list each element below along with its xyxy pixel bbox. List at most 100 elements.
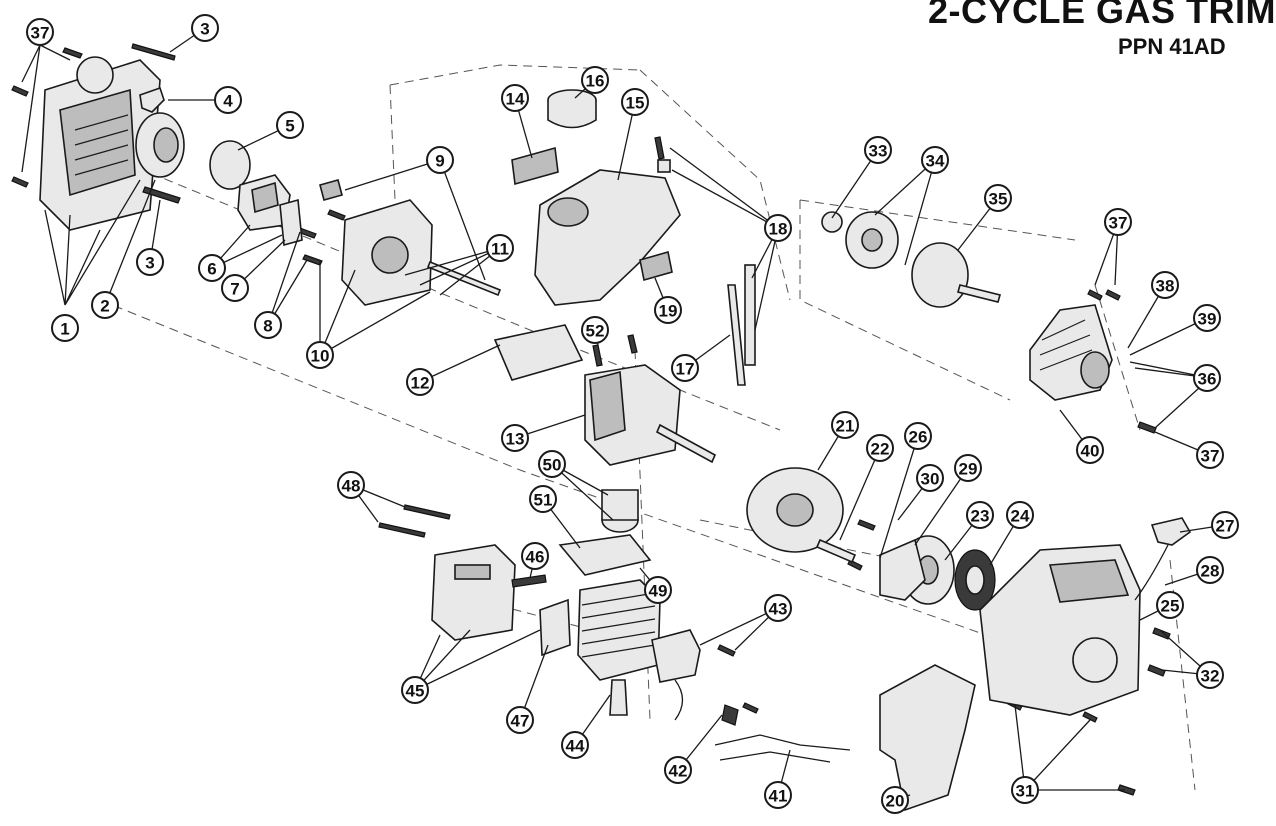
callout-16: 16 <box>581 66 609 94</box>
parts-drawing: 1233456789101112131415161718192021222324… <box>11 14 1239 814</box>
callout-number: 16 <box>586 72 605 91</box>
callout-number: 26 <box>909 428 928 447</box>
callout-42: 42 <box>664 756 692 784</box>
callout-38: 38 <box>1151 271 1179 299</box>
callout-number: 3 <box>200 20 209 39</box>
callout-circle <box>221 274 249 302</box>
callout-49: 49 <box>644 576 672 604</box>
callout-31: 31 <box>1011 776 1039 804</box>
callout-27: 27 <box>1211 511 1239 539</box>
callout-circle <box>426 146 454 174</box>
callout-circle <box>1196 441 1224 469</box>
callout-number: 36 <box>1198 370 1217 389</box>
callout-circle <box>276 111 304 139</box>
callout-number: 30 <box>921 470 940 489</box>
callout-number: 51 <box>534 491 553 510</box>
callout-26: 26 <box>904 422 932 450</box>
muffler-gasket <box>539 598 571 657</box>
callout-number: 34 <box>926 152 945 171</box>
callout-number: 14 <box>506 90 525 109</box>
air-filter-cover <box>39 56 161 231</box>
clutch-housing <box>1029 304 1113 401</box>
callout-circle <box>1151 271 1179 299</box>
callout-circle <box>581 66 609 94</box>
callout-52: 52 <box>581 316 609 344</box>
spark-arrestor-screen <box>511 574 547 588</box>
callout-9: 9 <box>426 146 454 174</box>
callout-circle <box>198 254 226 282</box>
fuel-line <box>727 284 746 386</box>
callout-circle <box>1193 304 1221 332</box>
page-title: 2-CYCLE GAS TRIM <box>928 0 1276 31</box>
callout-43: 43 <box>764 594 792 622</box>
flywheel <box>746 467 844 553</box>
callout-circle <box>654 296 682 324</box>
callout-circle <box>136 248 164 276</box>
callout-number: 47 <box>511 712 530 731</box>
callout-circle <box>1211 511 1239 539</box>
callout-8: 8 <box>254 311 282 339</box>
callout-circle <box>1196 661 1224 689</box>
clutch-assembly <box>821 211 1001 308</box>
callout-36: 36 <box>1193 364 1221 392</box>
callout-circle <box>764 594 792 622</box>
starter-pulley-shaft <box>815 538 857 564</box>
fuel-cap <box>547 89 597 129</box>
callout-20: 20 <box>881 786 909 814</box>
callout-number: 9 <box>435 152 444 171</box>
callout-circle <box>904 422 932 450</box>
callout-number: 35 <box>989 190 1008 209</box>
callout-circle <box>529 485 557 513</box>
air-filter <box>135 112 185 178</box>
callout-circle <box>1076 436 1104 464</box>
callout-circle <box>521 542 549 570</box>
callout-11: 11 <box>486 234 514 262</box>
callout-circle <box>866 434 894 462</box>
callout-number: 1 <box>60 320 69 339</box>
spark-plug <box>609 679 628 716</box>
fuel-filter-pad <box>511 146 559 186</box>
callout-circle <box>831 411 859 439</box>
callout-number: 44 <box>566 737 585 756</box>
callout-number: 19 <box>659 302 678 321</box>
callout-48: 48 <box>337 471 365 499</box>
crankcase-assembly <box>584 364 717 466</box>
callout-circle <box>764 214 792 242</box>
muffler-bolts <box>378 504 451 538</box>
callout-number: 11 <box>491 240 509 259</box>
callout-21: 21 <box>831 411 859 439</box>
ignition-module <box>651 629 701 721</box>
callout-circle <box>671 354 699 382</box>
callout-51: 51 <box>529 485 557 513</box>
callout-19: 19 <box>654 296 682 324</box>
piston <box>601 489 639 533</box>
choke-lever <box>139 86 165 113</box>
starter-housing <box>979 544 1141 716</box>
callout-circle <box>881 786 909 814</box>
callout-circle <box>91 291 119 319</box>
callout-18: 18 <box>764 214 792 242</box>
callout-50: 50 <box>538 450 566 478</box>
callout-10: 10 <box>306 341 334 369</box>
callout-number: 37 <box>1109 214 1128 233</box>
callout-35: 35 <box>984 184 1012 212</box>
callout-circle <box>401 676 429 704</box>
callout-number: 24 <box>1011 507 1030 526</box>
callout-24: 24 <box>1006 501 1034 529</box>
callout-number: 22 <box>871 440 890 459</box>
callout-circle <box>1193 364 1221 392</box>
callout-28: 28 <box>1196 556 1224 584</box>
muffler <box>431 544 516 641</box>
callout-number: 4 <box>223 92 233 111</box>
callout-41: 41 <box>764 781 792 809</box>
callout-circle <box>191 14 219 42</box>
callout-circle <box>406 368 434 396</box>
callout-47: 47 <box>506 706 534 734</box>
callout-circle <box>501 424 529 452</box>
callout-number: 10 <box>311 347 330 366</box>
callout-circle <box>1006 501 1034 529</box>
callout-circle <box>921 146 949 174</box>
callout-number: 43 <box>769 600 788 619</box>
callout-circle <box>966 501 994 529</box>
handle-bracket <box>879 664 976 812</box>
